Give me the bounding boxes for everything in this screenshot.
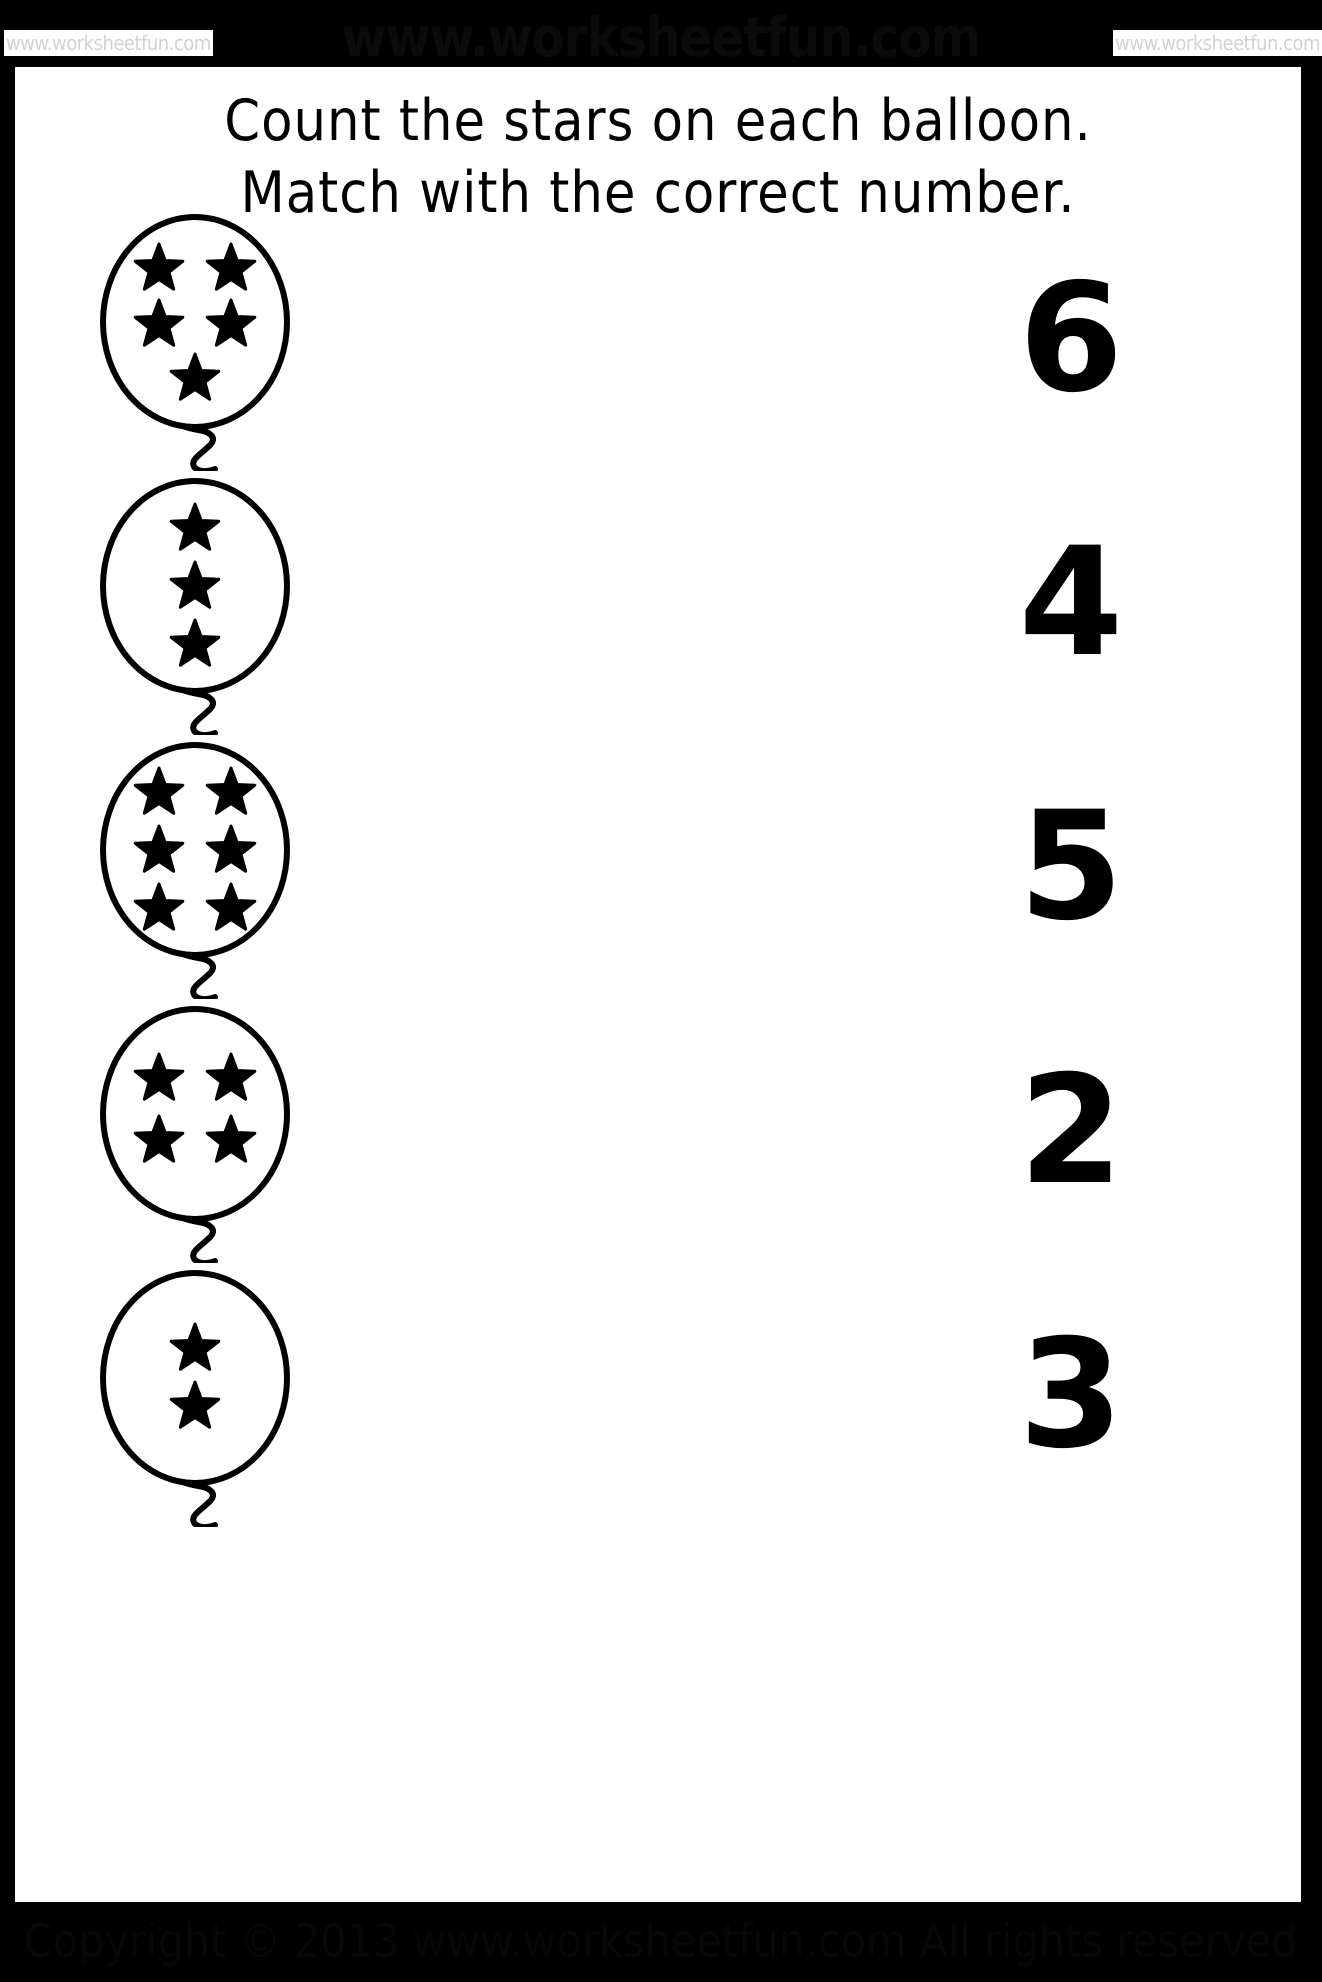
star-icon xyxy=(133,1114,185,1163)
balloon-string xyxy=(180,951,218,999)
match-row: 4 xyxy=(15,471,1301,735)
watermark-top-left: www.worksheetfun.com xyxy=(4,30,213,56)
balloon-icon xyxy=(100,742,290,999)
star-icon xyxy=(205,1052,257,1101)
balloon-cell[interactable] xyxy=(95,207,295,471)
balloon-body xyxy=(100,214,290,430)
star-icon xyxy=(205,298,257,347)
balloon-cell[interactable] xyxy=(95,471,295,735)
star-icon xyxy=(169,1380,221,1429)
balloon-cell[interactable] xyxy=(95,1263,295,1527)
star-icon xyxy=(133,766,185,815)
star-icon xyxy=(205,1114,257,1163)
number-cell[interactable]: 2 xyxy=(961,999,1181,1263)
number-label: 2 xyxy=(1018,1044,1124,1218)
balloon-icon xyxy=(100,214,290,471)
star-icon xyxy=(169,1322,221,1371)
number-label: 4 xyxy=(1018,516,1124,690)
balloon-icon xyxy=(100,478,290,735)
balloon-icon xyxy=(100,1270,290,1527)
number-label: 6 xyxy=(1018,252,1124,426)
balloon-cell[interactable] xyxy=(95,999,295,1263)
balloon-body xyxy=(100,1006,290,1222)
match-row: 5 xyxy=(15,735,1301,999)
match-rows: 6 4 5 2 3 xyxy=(15,207,1301,1527)
balloon-cell[interactable] xyxy=(95,735,295,999)
star-icon xyxy=(169,560,221,609)
match-row: 6 xyxy=(15,207,1301,471)
watermark-top-right: www.worksheetfun.com xyxy=(1113,30,1322,56)
worksheet-sheet: Count the stars on each balloon. Match w… xyxy=(10,62,1306,1907)
instructions-line-2: Match with the correct number. xyxy=(240,160,1076,226)
top-watermark-band: www.worksheetfun.com www.worksheetfun.co… xyxy=(0,0,1322,69)
balloon-icon xyxy=(100,1006,290,1263)
star-icon xyxy=(169,352,221,401)
footer-band: Copyright © 2013 www.worksheetfun.com Al… xyxy=(0,1902,1322,1982)
number-cell[interactable]: 4 xyxy=(961,471,1181,735)
number-cell[interactable]: 6 xyxy=(961,207,1181,471)
match-row: 2 xyxy=(15,999,1301,1263)
instructions-line-1: Count the stars on each balloon. xyxy=(224,88,1092,154)
number-label: 3 xyxy=(1018,1308,1124,1482)
star-icon xyxy=(205,242,257,291)
number-cell[interactable]: 5 xyxy=(961,735,1181,999)
star-icon xyxy=(133,824,185,873)
star-icon xyxy=(133,1052,185,1101)
number-cell[interactable]: 3 xyxy=(961,1263,1181,1527)
balloon-string xyxy=(180,423,218,471)
instructions: Count the stars on each balloon. Match w… xyxy=(15,85,1301,229)
star-icon xyxy=(205,882,257,931)
balloon-body xyxy=(100,742,290,958)
star-icon xyxy=(133,882,185,931)
star-icon xyxy=(169,502,221,551)
star-icon xyxy=(169,618,221,667)
balloon-string xyxy=(180,1479,218,1527)
match-row: 3 xyxy=(15,1263,1301,1527)
star-icon xyxy=(205,824,257,873)
balloon-string xyxy=(180,687,218,735)
star-icon xyxy=(205,766,257,815)
watermark-center-icon: www.worksheetfun.com xyxy=(341,6,981,69)
number-label: 5 xyxy=(1018,780,1124,954)
copyright-text: Copyright © 2013 www.worksheetfun.com Al… xyxy=(24,1914,1298,1968)
balloon-body xyxy=(100,1270,290,1486)
balloon-string xyxy=(180,1215,218,1263)
star-icon xyxy=(133,242,185,291)
star-icon xyxy=(133,298,185,347)
